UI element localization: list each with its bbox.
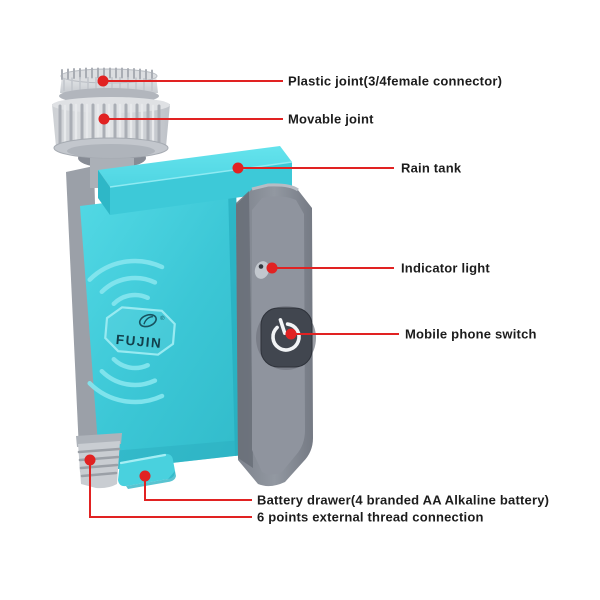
brand-name: FUJIN xyxy=(115,332,163,351)
plastic-joint-teeth xyxy=(61,67,153,81)
panel-top-highlight xyxy=(251,183,299,192)
battery-drawer xyxy=(118,453,176,489)
callout-label-battery-drawer: Battery drawer(4 branded AA Alkaline bat… xyxy=(257,492,550,508)
thread-ribs xyxy=(77,447,121,478)
callout-label-plastic-joint: Plastic joint(3/4female connector) xyxy=(288,73,503,89)
callout-label-indicator-light: Indicator light xyxy=(401,260,490,276)
signal-waves-icon xyxy=(87,258,165,405)
callout-dot-movable-joint xyxy=(98,113,110,125)
callout-dot-plastic-joint xyxy=(97,75,109,87)
indicator-light xyxy=(254,261,270,279)
callout-label-movable-joint: Movable joint xyxy=(288,111,374,127)
rain-tank xyxy=(98,146,293,215)
callout-label-power-switch: Mobile phone switch xyxy=(405,326,537,342)
callout-dot-battery-drawer xyxy=(139,470,151,482)
power-icon xyxy=(271,318,301,352)
callout-dots xyxy=(84,75,297,482)
movable-joint-ribs xyxy=(58,103,161,148)
leaf-logo-icon xyxy=(138,313,157,328)
leader-line-battery-drawer xyxy=(144,476,252,501)
callout-label-rain-tank: Rain tank xyxy=(401,160,462,176)
callout-dot-rain-tank xyxy=(232,162,244,174)
callout-leaders xyxy=(89,80,399,518)
callout-label-thread-connection: 6 points external thread connection xyxy=(257,509,484,525)
callout-dot-thread-connection xyxy=(84,454,96,466)
power-button xyxy=(256,306,316,370)
callout-dot-indicator-light xyxy=(266,262,278,274)
thread-connector xyxy=(76,433,122,489)
callout-dot-power-switch xyxy=(285,328,297,340)
movable-joint xyxy=(52,97,170,159)
registered-mark: ® xyxy=(160,315,166,322)
leader-line-thread-connection xyxy=(89,460,252,518)
brand-badge: ® FUJIN xyxy=(104,306,176,356)
